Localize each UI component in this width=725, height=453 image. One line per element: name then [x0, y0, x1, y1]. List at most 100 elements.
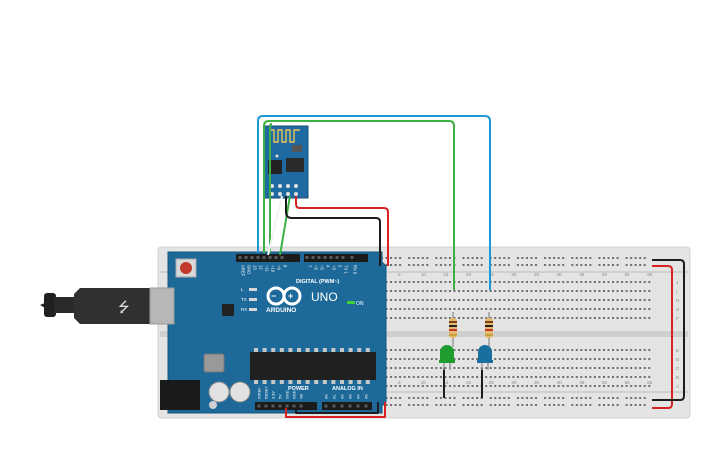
breadboard-column-number: 20 [466, 272, 472, 277]
digital-pin-label: ~9 [277, 265, 282, 270]
wire-esp-gnd-black[interactable] [285, 196, 381, 266]
esp01-wifi-module[interactable] [263, 125, 309, 199]
wire-5v-red[interactable] [285, 402, 386, 418]
digital-pin-label: 2 [338, 265, 343, 268]
breadboard-column-number: 25 [489, 380, 495, 385]
svg-text:−: − [271, 291, 276, 301]
breadboard-row-letter: J [676, 280, 678, 285]
power-pin-label: GND [286, 390, 290, 399]
wire-gnd-black[interactable] [295, 402, 379, 414]
breadboard-column-number: 5 [398, 380, 401, 385]
resistor-1[interactable] [449, 312, 457, 347]
breadboard-column-number: 5 [398, 272, 401, 277]
wire-rail-red-right[interactable] [652, 265, 673, 409]
digital-pin-label: ~11 [265, 265, 270, 272]
wire-esp-white-1[interactable] [267, 195, 283, 256]
analog-pin-label: A2 [341, 394, 345, 399]
breadboard-column-number: 30 [511, 272, 517, 277]
digital-pin-label: ~5 [320, 265, 325, 270]
power-on-label: ON [356, 301, 364, 307]
board-led-label: L [241, 287, 244, 292]
board-led-label: RX [241, 307, 247, 312]
analog-in-label: ANALOG IN [332, 386, 363, 392]
power-pin-label: 3.3V [272, 391, 276, 399]
breadboard-column-number: 60 [647, 380, 653, 385]
arduino-uno-board[interactable]: ⭍ − + ARDUINO UNO ON LT [40, 251, 387, 414]
breadboard-column-number: 10 [421, 272, 427, 277]
analog-pin-label: A5 [365, 394, 369, 399]
antenna-trace-icon [269, 129, 300, 146]
breadboard-column-number: 55 [625, 272, 631, 277]
power-pin-label: 5V [279, 394, 283, 399]
breadboard-row-letter: H [676, 298, 679, 303]
digital-pin-label: 7 [308, 265, 313, 268]
power-pin-label: RESET [265, 386, 269, 399]
usb-symbol-icon: ⭍ [118, 299, 130, 315]
usb-cable[interactable]: ⭍ [40, 287, 175, 325]
breadboard-row-letter: F [676, 316, 679, 321]
digital-pin-label: 13 [253, 265, 258, 270]
resistor-2[interactable] [485, 312, 493, 347]
breadboard-column-number: 15 [443, 380, 449, 385]
breadboard-column-number: 40 [557, 380, 563, 385]
breadboard-row-letter: C [676, 366, 680, 371]
breadboard-row-letter: I [676, 289, 677, 294]
led-green[interactable] [439, 345, 455, 370]
analog-pin-label: A4 [357, 394, 361, 399]
digital-pin-label: 12 [259, 265, 264, 270]
wire-esp-green-2[interactable] [269, 123, 273, 253]
wire-esp-rx-blue[interactable] [257, 115, 491, 290]
wire-esp-green-3[interactable] [279, 195, 291, 256]
digital-pin-label: ~10 [271, 265, 276, 273]
arduino-model-label: UNO [311, 290, 338, 304]
arduino-brand-label: ARDUINO [266, 307, 296, 314]
breadboard-row-letter: A [676, 384, 679, 389]
power-jack[interactable] [160, 380, 200, 410]
microcontroller-chip [250, 348, 376, 384]
digital-pwm-label: DIGITAL (PWM~) [296, 279, 340, 285]
led-blue[interactable] [477, 345, 493, 370]
digital-header-1[interactable] [236, 254, 300, 262]
breadboard-column-number: 55 [625, 380, 631, 385]
analog-pin-label: A3 [349, 394, 353, 399]
digital-pin-label: TX 1 [344, 265, 349, 275]
power-pin-label: IOREF [258, 387, 262, 399]
breadboard-row-letter: D [676, 357, 680, 362]
breadboard-column-number: 45 [579, 272, 585, 277]
breadboard-column-number: 10 [421, 380, 427, 385]
power-pin-label: GND [293, 390, 297, 399]
breadboard-row-letter: B [676, 375, 679, 380]
breadboard-column-numbers: 1155101015152020252530303535404045455050… [380, 272, 653, 385]
breadboard-column-number: 25 [489, 272, 495, 277]
power-pin-label: Vin [300, 394, 304, 399]
breadboard-column-number: 50 [602, 380, 608, 385]
wire-esp-tx-green[interactable] [263, 120, 455, 290]
digital-pin-label: 8 [283, 265, 288, 268]
digital-pin-label: RX 0 [353, 265, 358, 275]
breadboard-column-number: 45 [579, 380, 585, 385]
wire-rail-black-right[interactable] [652, 259, 685, 401]
analog-pin-label: A1 [333, 394, 337, 399]
digital-pin-label: GND [247, 265, 252, 274]
breadboard-column-number: 50 [602, 272, 608, 277]
breadboard-holes[interactable] [381, 257, 651, 406]
wire-esp-vcc-red[interactable] [295, 196, 389, 266]
digital-pin-label: 4 [326, 265, 331, 268]
breadboard-column-number: 35 [534, 272, 540, 277]
breadboard-column-number: 20 [466, 380, 472, 385]
svg-text:+: + [288, 291, 293, 301]
wires[interactable] [257, 115, 685, 418]
breadboard-column-number: 40 [557, 272, 563, 277]
digital-pin-label: ~6 [314, 265, 319, 270]
analog-header[interactable] [322, 402, 372, 410]
digital-pin-label: ~3 [332, 265, 337, 270]
breadboard-column-number: 35 [534, 380, 540, 385]
power-label: POWER [288, 386, 309, 392]
board-led-label: TX [241, 297, 247, 302]
breadboard-column-number: 15 [443, 272, 449, 277]
digital-pin-label: AREF [241, 265, 246, 277]
reset-button[interactable] [175, 258, 197, 278]
breadboard-row-letter: G [676, 307, 680, 312]
